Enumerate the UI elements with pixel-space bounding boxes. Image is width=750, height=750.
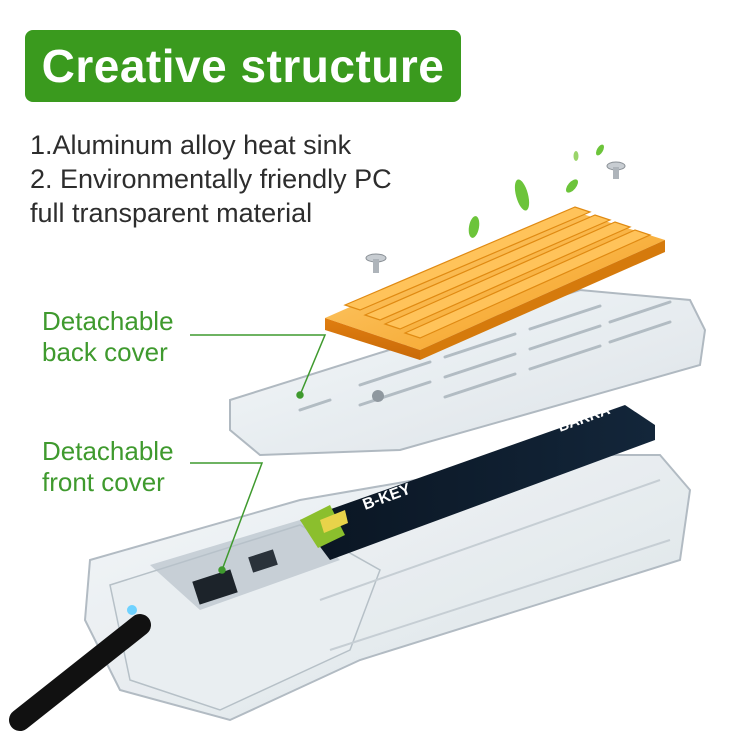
callout-back-cover: Detachable back cover: [42, 306, 174, 368]
callout-leader-back: [190, 334, 327, 399]
title-banner: Creative structure: [25, 30, 461, 102]
callout-back-line1: Detachable: [42, 306, 174, 336]
ssd-module: BARRA B-KEY: [300, 401, 655, 560]
callout-front-line1: Detachable: [42, 436, 174, 466]
feature-line-1: 1.Aluminum alloy heat sink: [30, 130, 352, 160]
callout-leader-front: [190, 462, 264, 574]
callout-back-line2: back cover: [42, 337, 168, 367]
screw-icon: [365, 253, 387, 273]
controller-board: [150, 520, 340, 610]
leaf-decorations: [468, 144, 604, 257]
callout-front-line2: front cover: [42, 467, 165, 497]
heatsink: [325, 206, 665, 360]
usb-cable: [9, 605, 151, 731]
banner-title: Creative structure: [41, 40, 445, 92]
feature-list: 1.Aluminum alloy heat sink 2. Environmen…: [30, 128, 392, 230]
feature-line-3: full transparent material: [30, 198, 313, 228]
back-cover: [229, 288, 707, 457]
callout-front-cover: Detachable front cover: [42, 436, 174, 498]
feature-line-2: 2. Environmentally friendly PC: [30, 164, 392, 194]
screw-icon: [606, 161, 626, 179]
